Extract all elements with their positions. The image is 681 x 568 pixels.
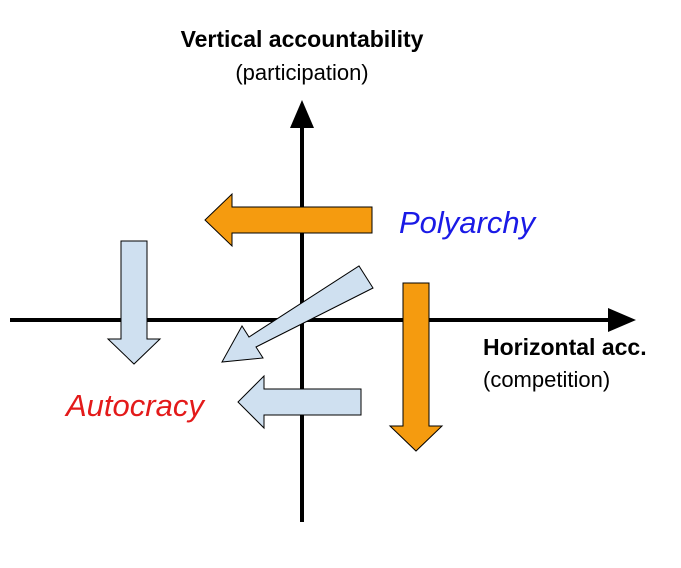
orange-arrow-down xyxy=(388,282,444,452)
horizontal-axis-subtitle: (competition) xyxy=(483,367,611,392)
polyarchy-label: Polyarchy xyxy=(399,205,536,240)
orange-arrow-left xyxy=(204,192,373,248)
vertical-axis-title: Vertical accountability xyxy=(180,26,424,52)
autocracy-label: Autocracy xyxy=(66,388,204,423)
blue-arrow-down xyxy=(106,240,162,365)
vertical-axis-subtitle: (participation) xyxy=(235,60,369,85)
horizontal-axis-title: Horizontal acc. xyxy=(483,334,647,360)
vertical-axis-arrowhead xyxy=(290,100,314,128)
horizontal-axis-arrowhead xyxy=(608,308,636,332)
blue-arrow-diagonal xyxy=(221,265,374,363)
blue-arrow-left xyxy=(237,374,362,430)
